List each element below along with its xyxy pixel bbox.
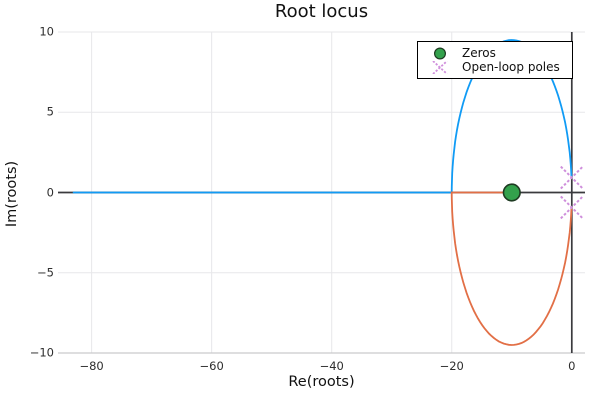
legend-label-zeros: Zeros [462, 46, 496, 61]
y-tick-label: 5 [46, 104, 54, 119]
locus-branch-lower [450, 191, 573, 346]
pole-marker [560, 195, 584, 220]
pole-marker-icon [432, 60, 448, 74]
legend-pole-x-stroke [432, 60, 448, 74]
x-tick-label: −20 [439, 359, 464, 373]
y-tick-label: 10 [39, 24, 54, 39]
zero-marker-icon [434, 47, 447, 60]
x-tick-label: −60 [199, 359, 224, 373]
x-tick-label: 0 [568, 359, 576, 373]
y-tick-label: 0 [46, 185, 54, 199]
y-axis-label: Im(roots) [4, 160, 20, 228]
zero-marker [502, 183, 521, 202]
legend-entry-zeros: Zeros [418, 47, 572, 61]
pole-x-stroke [560, 195, 584, 220]
pole-x-stroke [560, 165, 584, 190]
x-tick-label: −80 [79, 359, 104, 373]
legend-zero-circle [434, 47, 447, 60]
x-axis-label: Re(roots) [288, 374, 355, 390]
legend: Zeros Open-loop poles [417, 41, 573, 79]
legend-entry-poles: Open-loop poles [418, 59, 572, 75]
y-tick-label: −10 [29, 345, 54, 360]
locus-branch-upper [72, 39, 573, 194]
pole-marker [560, 165, 584, 190]
legend-label-poles: Open-loop poles [462, 59, 560, 74]
y-tick-label: −5 [37, 265, 54, 280]
page-title: Root locus [274, 1, 369, 22]
x-tick-label: −40 [319, 359, 344, 373]
